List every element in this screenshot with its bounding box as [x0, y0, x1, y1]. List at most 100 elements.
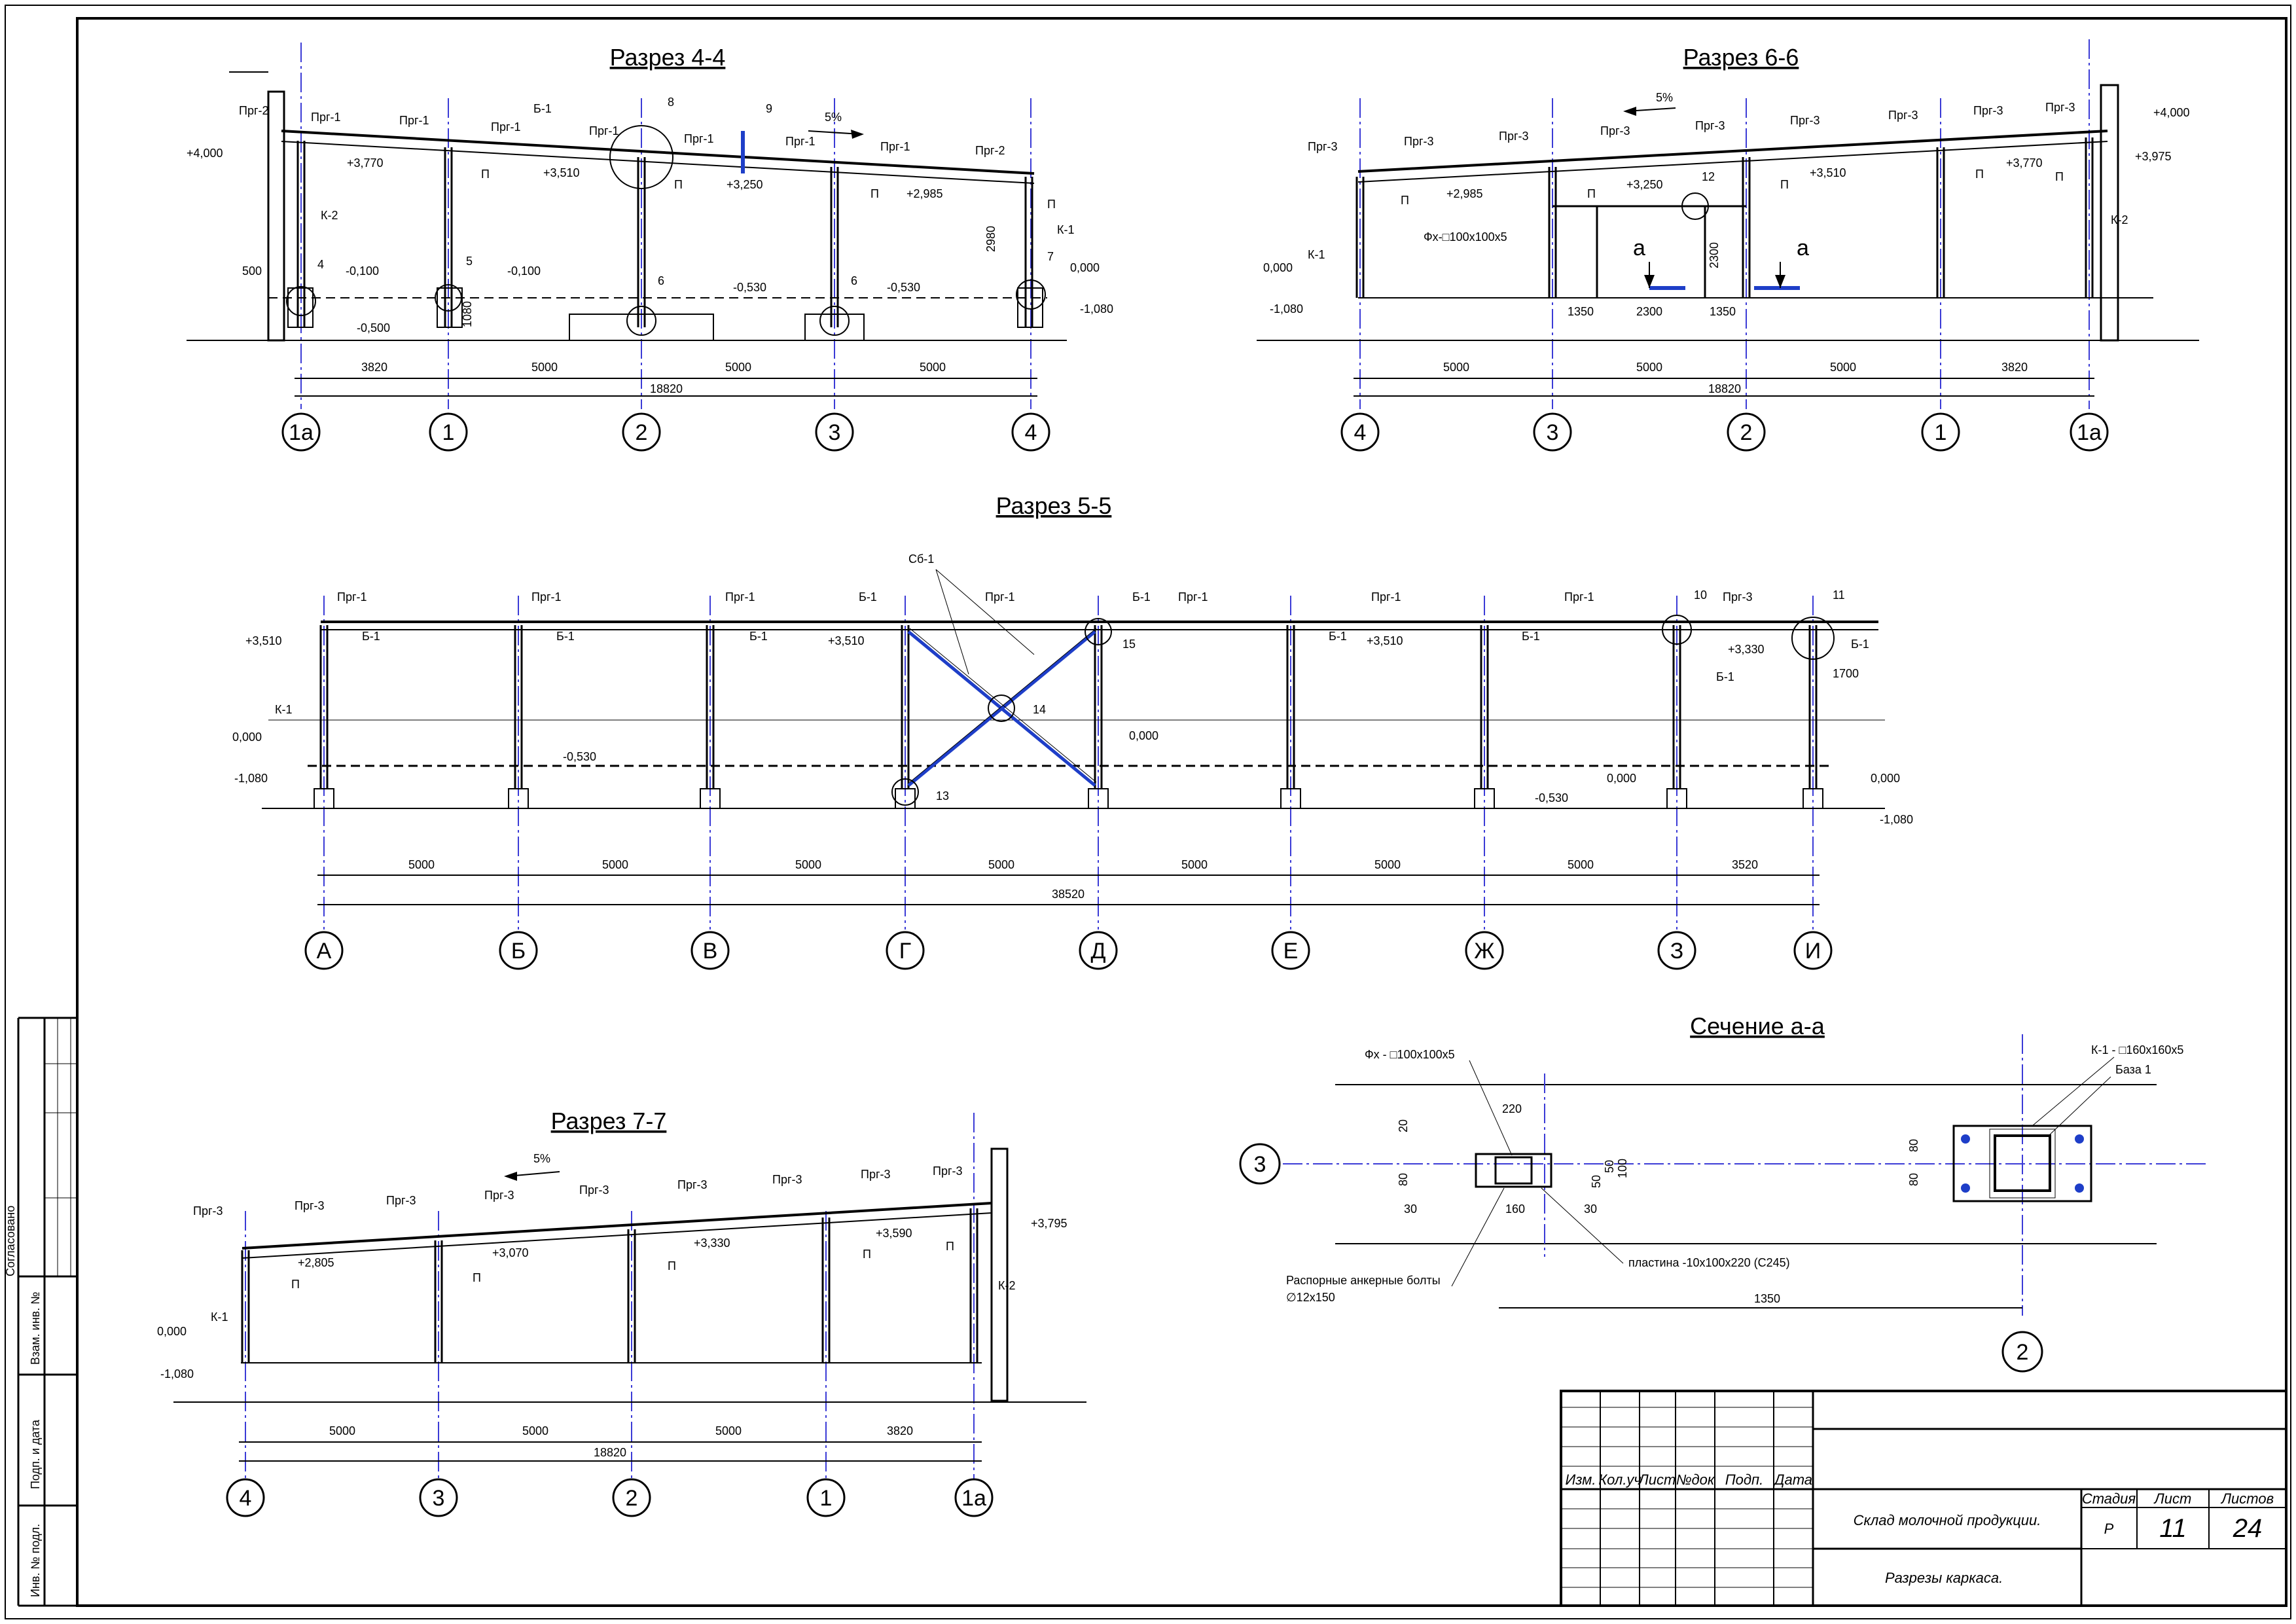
svg-text:Сечение а-а: Сечение а-а — [1690, 1013, 1825, 1039]
svg-text:+2,985: +2,985 — [1446, 187, 1483, 200]
section-6-6: Разрез 6-6 5% — [1257, 39, 2199, 452]
svg-text:3: 3 — [433, 1486, 445, 1511]
svg-text:5000: 5000 — [988, 858, 1014, 871]
svg-text:0,000: 0,000 — [1070, 261, 1100, 274]
svg-text:3820: 3820 — [361, 361, 387, 374]
svg-text:13: 13 — [936, 789, 949, 803]
svg-text:+2,805: +2,805 — [298, 1256, 334, 1269]
svg-text:Б-1: Б-1 — [533, 102, 552, 115]
svg-text:пластина -10х100х220 (С245): пластина -10х100х220 (С245) — [1628, 1256, 1790, 1269]
svg-text:Прг-3: Прг-3 — [1723, 590, 1753, 604]
svg-text:Прг-3: Прг-3 — [579, 1183, 609, 1197]
svg-text:+3,770: +3,770 — [347, 156, 384, 170]
svg-text:+3,770: +3,770 — [2006, 156, 2043, 170]
axis-label: 3 — [829, 420, 841, 445]
svg-text:Фх - □100х100х5: Фх - □100х100х5 — [1365, 1048, 1455, 1061]
svg-text:-0,500: -0,500 — [357, 321, 390, 334]
svg-text:1350: 1350 — [1710, 305, 1736, 318]
svg-text:+3,250: +3,250 — [726, 178, 763, 191]
svg-text:9: 9 — [766, 102, 772, 115]
svg-text:Распорные анкерные болты: Распорные анкерные болты — [1286, 1274, 1441, 1287]
svg-text:Прг-3: Прг-3 — [1600, 124, 1630, 137]
svg-text:В: В — [703, 939, 718, 964]
svg-text:5%: 5% — [825, 111, 842, 124]
svg-text:3520: 3520 — [1732, 858, 1758, 871]
project-title: Склад молочной продукции. — [1854, 1512, 2041, 1528]
svg-text:1: 1 — [820, 1486, 833, 1511]
svg-text:Прг-3: Прг-3 — [1404, 135, 1434, 148]
svg-text:Прг-1: Прг-1 — [880, 140, 910, 153]
title-block — [1560, 1390, 2287, 1607]
svg-text:5000: 5000 — [408, 858, 435, 871]
svg-text:5000: 5000 — [725, 361, 751, 374]
svg-text:18820: 18820 — [1708, 382, 1741, 395]
svg-text:24: 24 — [2233, 1514, 2263, 1543]
svg-text:5000: 5000 — [1374, 858, 1401, 871]
svg-text:З: З — [1670, 939, 1684, 964]
svg-text:Прг-3: Прг-3 — [861, 1168, 891, 1181]
svg-text:11: 11 — [2159, 1514, 2187, 1543]
svg-text:Б-1: Б-1 — [1522, 630, 1540, 643]
axis-label: 4 — [1025, 420, 1037, 445]
svg-text:0,000: 0,000 — [1263, 261, 1293, 274]
svg-text:База 1: База 1 — [2115, 1063, 2151, 1076]
svg-text:П: П — [1401, 194, 1409, 207]
svg-text:5000: 5000 — [531, 361, 558, 374]
svg-text:2300: 2300 — [1708, 242, 1721, 268]
svg-text:14: 14 — [1033, 703, 1046, 716]
svg-text:Разрез 6-6: Разрез 6-6 — [1683, 44, 1799, 71]
svg-text:Прг-1: Прг-1 — [1564, 590, 1594, 604]
svg-text:Прг-1: Прг-1 — [684, 132, 714, 145]
svg-text:3820: 3820 — [2001, 361, 2028, 374]
svg-text:18820: 18820 — [650, 382, 683, 395]
svg-text:Г: Г — [899, 939, 911, 964]
svg-text:500: 500 — [242, 264, 262, 278]
svg-text:Разрез 5-5: Разрез 5-5 — [996, 492, 1112, 519]
axis-label: 2 — [636, 420, 648, 445]
svg-text:Прг-3: Прг-3 — [1790, 114, 1820, 127]
svg-text:-0,530: -0,530 — [887, 281, 920, 294]
svg-text:5000: 5000 — [1636, 361, 1662, 374]
svg-text:№док: №док — [1676, 1471, 1715, 1488]
svg-text:5000: 5000 — [1181, 858, 1208, 871]
svg-text:П: П — [291, 1278, 300, 1291]
svg-text:К-1: К-1 — [1308, 248, 1325, 261]
svg-text:+3,510: +3,510 — [828, 634, 865, 647]
svg-text:К-1 - □160х160х5: К-1 - □160х160х5 — [2091, 1043, 2183, 1056]
svg-text:Прг-3: Прг-3 — [1308, 140, 1338, 153]
svg-text:+3,795: +3,795 — [1031, 1217, 1067, 1230]
svg-text:-0,530: -0,530 — [733, 281, 766, 294]
svg-text:3: 3 — [1547, 420, 1559, 445]
svg-text:80: 80 — [1397, 1173, 1410, 1186]
outer-frame — [5, 5, 2291, 1619]
svg-text:5: 5 — [466, 255, 473, 268]
svg-text:Листов: Листов — [2220, 1490, 2274, 1507]
svg-text:+3,070: +3,070 — [492, 1246, 529, 1259]
svg-text:5000: 5000 — [329, 1424, 355, 1437]
axis-label: 1 — [442, 420, 455, 445]
svg-text:2: 2 — [2017, 1340, 2029, 1365]
svg-text:5%: 5% — [1656, 91, 1673, 104]
svg-text:Инв. № подл.: Инв. № подл. — [29, 1524, 42, 1597]
svg-text:П: П — [1975, 168, 1984, 181]
svg-text:220: 220 — [1502, 1102, 1522, 1115]
svg-text:+3,510: +3,510 — [1367, 634, 1403, 647]
svg-text:Прг-1: Прг-1 — [985, 590, 1015, 604]
svg-text:Прг-1: Прг-1 — [399, 114, 429, 127]
svg-text:+3,510: +3,510 — [543, 166, 580, 179]
svg-text:-0,100: -0,100 — [346, 264, 379, 278]
svg-text:11: 11 — [1833, 588, 1845, 602]
svg-text:Подп.: Подп. — [1725, 1471, 1764, 1488]
svg-text:П: П — [863, 1248, 871, 1261]
svg-text:Прг-1: Прг-1 — [531, 590, 562, 604]
svg-text:0,000: 0,000 — [232, 731, 262, 744]
svg-text:Б-1: Б-1 — [556, 630, 575, 643]
svg-text:50: 50 — [1603, 1160, 1616, 1173]
svg-text:К-1: К-1 — [211, 1310, 228, 1324]
svg-text:+3,330: +3,330 — [694, 1236, 730, 1250]
svg-text:100: 100 — [1616, 1159, 1629, 1178]
svg-text:П: П — [946, 1240, 954, 1253]
svg-text:Е: Е — [1283, 939, 1299, 964]
svg-text:4: 4 — [1354, 420, 1367, 445]
